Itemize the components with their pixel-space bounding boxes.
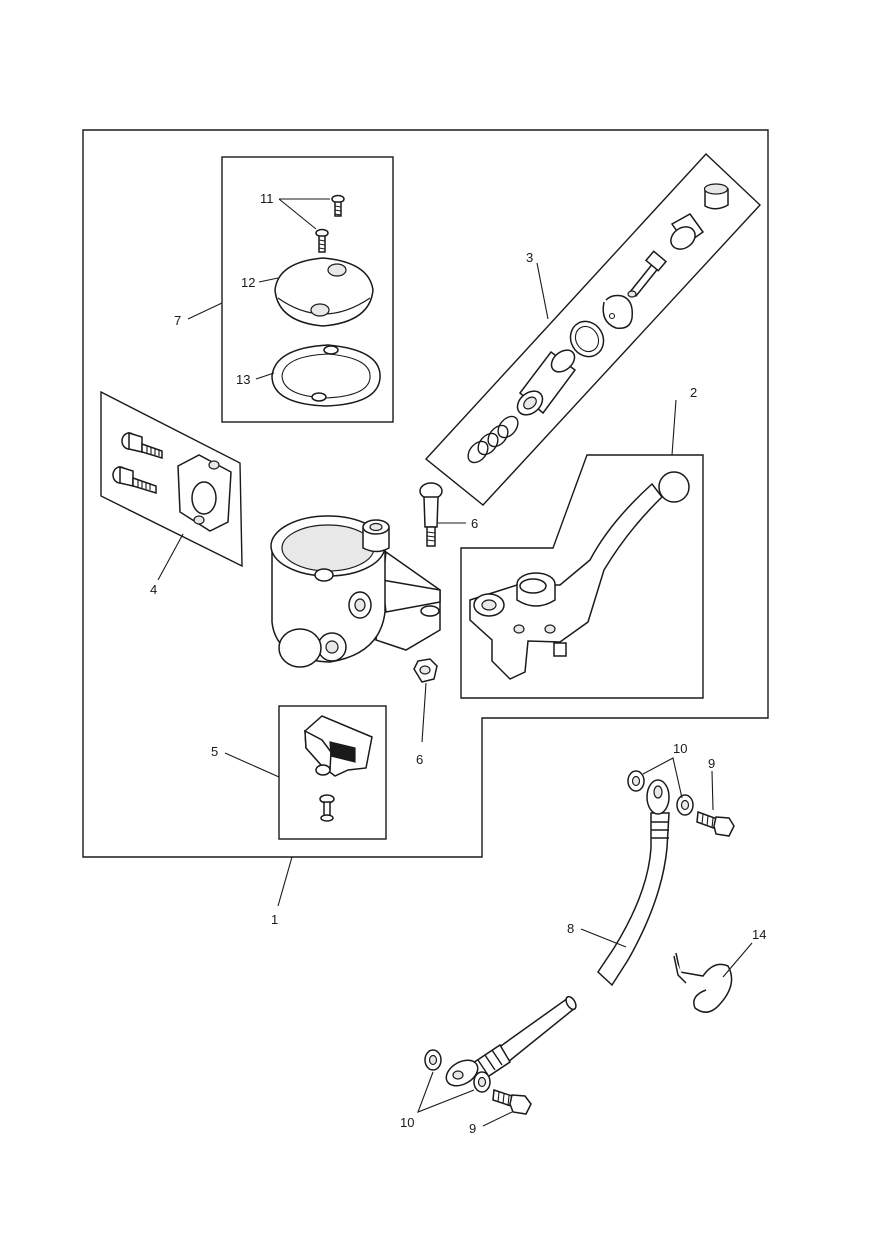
banjo-bolt-lower: [492, 1088, 532, 1115]
sealing-washer-lower-2: [473, 1071, 491, 1093]
piston-kit-box: [424, 153, 761, 506]
handlebar-clamp-group: 4: [100, 390, 243, 597]
piston-spring: [467, 415, 519, 464]
cap-screw-upper: [331, 194, 345, 217]
handlebar-clamp: [177, 454, 232, 532]
brake-switch-group: 5: [211, 705, 387, 840]
seal-ring: [569, 320, 605, 358]
circlip: [602, 294, 634, 330]
clamp-bolt-upper: [121, 431, 163, 460]
callout-4: 4: [150, 582, 157, 597]
sealing-washer-upper-2: [676, 794, 694, 816]
callout-10-lower: 10: [400, 1115, 414, 1130]
callout-13: 13: [236, 372, 250, 387]
callout-7: 7: [174, 313, 181, 328]
cap-screw-lower: [315, 228, 329, 253]
callout-3: 3: [526, 250, 533, 265]
sealing-washer-upper-1: [627, 770, 645, 792]
piston: [516, 349, 577, 416]
callout-12: 12: [241, 275, 255, 290]
piston-kit-group: 3: [424, 153, 761, 506]
callout-11: 11: [260, 191, 274, 206]
callout-5: 5: [211, 744, 218, 759]
upper-banjo-fittings: 10 9: [627, 741, 735, 837]
reservoir-cap-kit-group: 11 12 13 7: [174, 156, 394, 423]
reservoir-cap: [274, 257, 374, 327]
dust-boot: [670, 213, 705, 250]
callout-14: 14: [752, 927, 766, 942]
callout-10-upper: 10: [673, 741, 687, 756]
sealing-washer-lower-1: [424, 1049, 442, 1071]
callout-1: 1: [271, 912, 278, 927]
brake-lever-box: [460, 454, 704, 699]
brake-hose: 8: [445, 779, 670, 1087]
piston-boot-cap: [703, 183, 729, 210]
brake-light-switch: [304, 715, 373, 777]
handlebar-clamp-box: [100, 390, 243, 568]
callout-6-lower: 6: [416, 752, 423, 767]
callout-2: 2: [690, 385, 697, 400]
brake-lever-group: 2: [460, 385, 704, 699]
assembly-1-outline: [82, 129, 769, 858]
callout-9-upper: 9: [708, 756, 715, 771]
hose-clip: 14: [673, 927, 766, 1013]
lever-pivot-nut: 6: [413, 658, 438, 767]
master-cylinder-body: [270, 515, 441, 668]
lower-banjo-fittings: 10 9: [400, 1049, 532, 1136]
brake-switch-box: [278, 705, 387, 840]
callout-6-upper: 6: [471, 516, 478, 531]
banjo-bolt-upper: [696, 810, 735, 837]
reservoir-cap-kit-box: [221, 156, 394, 423]
push-rod: [627, 250, 668, 298]
cap-diaphragm: [271, 344, 381, 407]
brake-lever: [469, 471, 690, 680]
callout-9-lower: 9: [469, 1121, 476, 1136]
switch-screw: [319, 794, 335, 822]
clamp-bolt-lower: [112, 465, 157, 495]
callout-8: 8: [567, 921, 574, 936]
lever-pivot-bolt: 6: [419, 482, 478, 547]
